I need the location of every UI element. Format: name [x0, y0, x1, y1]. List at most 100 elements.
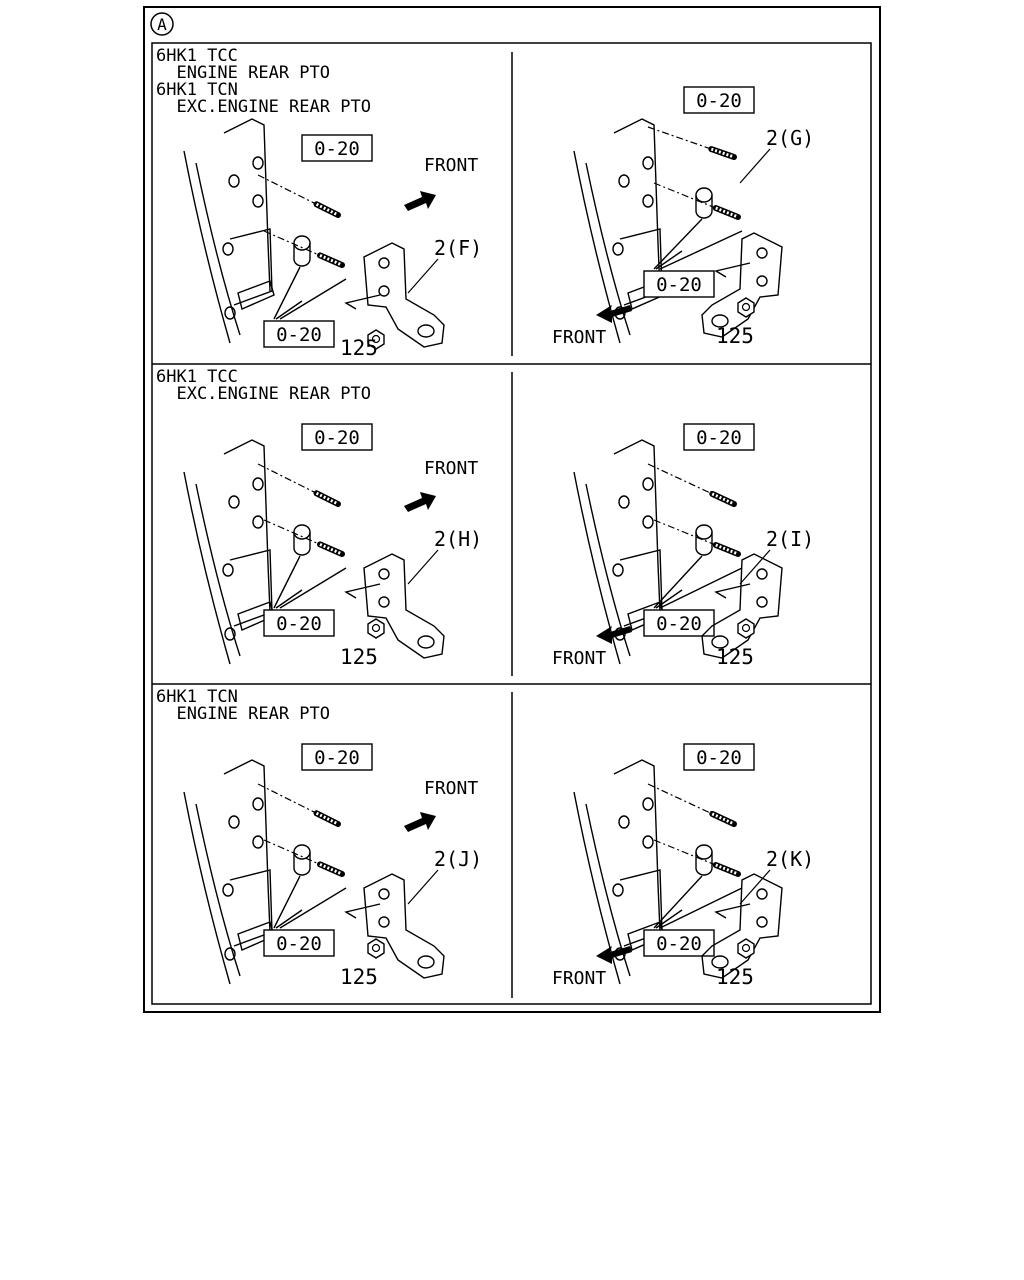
front-label: FRONT	[424, 778, 478, 799]
ref-box-lower	[643, 609, 715, 637]
housing-edge	[585, 162, 631, 336]
ref-box-lower	[643, 270, 715, 298]
ref-box-upper	[683, 743, 755, 771]
ref-label-upper: 0-20	[696, 747, 742, 769]
nut-icon	[737, 618, 755, 639]
panel-header-line: EXC.ENGINE REAR PTO	[156, 384, 371, 404]
nut-label: 125	[716, 965, 754, 989]
bolt-boss	[252, 156, 264, 170]
bolt-thread	[319, 254, 343, 267]
ref-box-upper	[301, 423, 373, 451]
bracket-hole	[378, 568, 390, 580]
front-arrow-icon	[404, 191, 436, 211]
part-leader	[739, 549, 771, 585]
bracket-hole	[711, 955, 729, 969]
nut-icon	[737, 297, 755, 318]
front-label: FRONT	[552, 648, 606, 669]
part-label: 2(J)	[434, 847, 482, 871]
nut-leader	[344, 903, 381, 919]
block-lower	[229, 228, 273, 306]
bolt-thread	[319, 863, 343, 876]
nut-icon	[367, 329, 385, 350]
bracket-hole	[711, 314, 729, 328]
bracket-body	[363, 873, 445, 979]
nut-hole	[371, 623, 381, 633]
housing-edge	[573, 471, 621, 665]
panel-5: 6HK1 TCN ENGINE REAR PTO0-200-202(J)125F…	[156, 687, 482, 989]
bolt-boss	[642, 835, 654, 849]
ref-label-upper: 0-20	[314, 747, 360, 769]
bracket-hole	[417, 955, 435, 969]
panel-header-line: EXC.ENGINE REAR PTO	[156, 97, 371, 117]
bolt-boss	[618, 815, 630, 829]
bolt-boss	[252, 477, 264, 491]
bolt-thread	[710, 147, 735, 159]
block-face	[613, 118, 661, 292]
ref-label-upper: 0-20	[314, 427, 360, 449]
bracket-body	[701, 232, 783, 338]
nut-label: 125	[340, 645, 378, 669]
bracket-body	[701, 553, 783, 659]
bolt-boss	[642, 194, 654, 208]
housing-edge	[195, 483, 241, 657]
nut-label: 125	[716, 324, 754, 348]
leader-line	[275, 589, 303, 609]
housing-edge	[573, 791, 621, 985]
nut-icon	[367, 618, 385, 639]
panel-3: 6HK1 TCC EXC.ENGINE REAR PTO0-200-202(H)…	[156, 367, 482, 669]
bracket-hole	[756, 275, 768, 287]
bolt-boss	[228, 815, 240, 829]
nut-hole	[741, 302, 751, 312]
block-face	[223, 439, 271, 613]
leader-line	[655, 250, 683, 270]
bracket-hole	[378, 257, 390, 269]
bolt-boss	[618, 174, 630, 188]
bolt-boss	[252, 194, 264, 208]
block-face	[223, 759, 271, 933]
bolt-thread	[711, 492, 735, 506]
panel-header-line: 6HK1 TCC	[156, 46, 238, 66]
housing-edge	[183, 791, 231, 985]
ref-label-lower: 0-20	[276, 613, 322, 635]
nut-leader	[714, 903, 751, 919]
bolt-boss	[228, 174, 240, 188]
bolt-boss	[642, 797, 654, 811]
ref-box-lower	[643, 929, 715, 957]
bracket-hole	[417, 324, 435, 338]
bolt-thread	[715, 543, 739, 556]
ref-box-lower	[263, 929, 335, 957]
block-lower	[229, 869, 273, 947]
nut-leader	[344, 294, 381, 310]
block-face	[613, 759, 661, 933]
bolt-boss	[222, 883, 234, 897]
nut-leader	[714, 583, 751, 599]
ref-box-upper	[301, 134, 373, 162]
bolt-boss	[642, 477, 654, 491]
block-lower	[229, 549, 273, 627]
bracket-hole	[378, 596, 390, 608]
bolt-thread	[315, 491, 339, 506]
panel-header-line: 6HK1 TCN	[156, 687, 238, 707]
inner-frame	[151, 42, 872, 1005]
part-leader	[407, 258, 439, 294]
spacer-body	[695, 532, 713, 556]
housing-edge	[573, 150, 621, 344]
spacer-body	[695, 195, 713, 219]
leader-line	[655, 589, 683, 609]
spacer-body	[293, 852, 311, 876]
bracket-hole	[378, 916, 390, 928]
part-label: 2(I)	[766, 527, 814, 551]
bolt-thread	[715, 863, 739, 876]
nut-hole	[371, 334, 381, 344]
block-lower	[619, 869, 663, 947]
front-arrow-icon	[596, 305, 632, 323]
block-lower	[619, 228, 663, 306]
bolt-boss	[228, 495, 240, 509]
leader-lines	[653, 218, 743, 270]
part-leader	[739, 148, 771, 184]
ref-box-lower	[263, 320, 335, 348]
ref-label-lower: 0-20	[656, 933, 702, 955]
part-leader	[407, 869, 439, 905]
